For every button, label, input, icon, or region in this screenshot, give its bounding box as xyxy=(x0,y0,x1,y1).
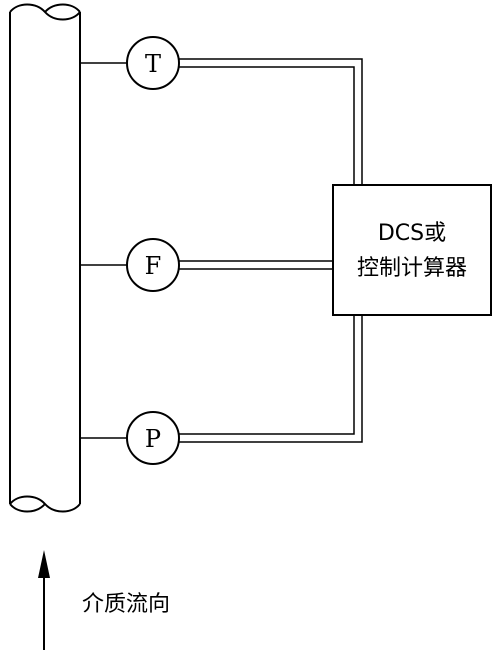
signal-line-pressure xyxy=(179,315,363,443)
pipe xyxy=(9,3,81,513)
pipe-bottom-break xyxy=(9,495,81,513)
instrument-symbol: T xyxy=(145,50,161,78)
pipe-top-break xyxy=(9,3,81,21)
instrument-circle xyxy=(126,411,180,465)
instrument-symbol: P xyxy=(145,425,161,453)
controller-label-line2: 控制计算器 xyxy=(357,256,467,281)
instrument-circle xyxy=(126,36,180,90)
instrument-pressure: P xyxy=(126,411,180,465)
instrument-flow: F xyxy=(126,238,180,292)
signal-line-flow xyxy=(179,260,333,270)
instrument-circle xyxy=(126,238,180,292)
controller-frame xyxy=(332,184,492,316)
controller-label-line1: DCS或 xyxy=(378,221,446,246)
controller-box: DCS或 控制计算器 xyxy=(332,184,492,316)
flow-arrow-head-icon xyxy=(38,550,50,578)
flow-direction: 介质流向 xyxy=(38,550,170,650)
flow-direction-label: 介质流向 xyxy=(82,592,170,617)
instrument-symbol: F xyxy=(145,252,162,280)
instrument-temperature: T xyxy=(126,36,180,90)
signal-line-temperature xyxy=(179,58,363,185)
